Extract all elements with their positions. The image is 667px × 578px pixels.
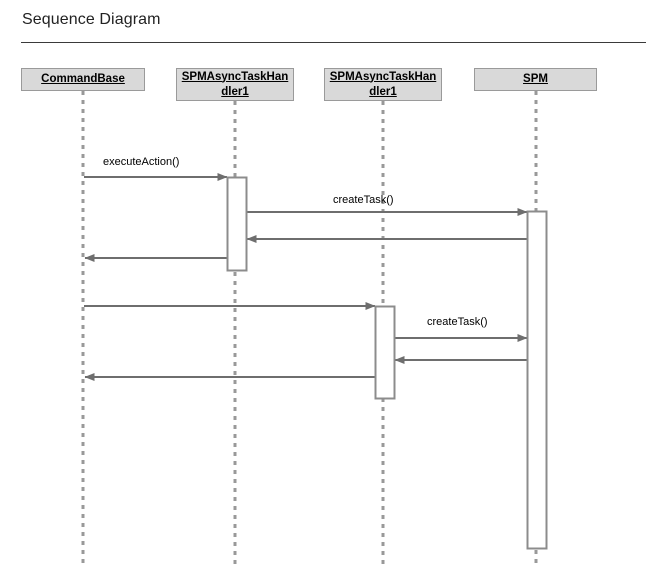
message-label-msg-create-task-2: createTask() — [427, 316, 488, 328]
participant-box-handler-b[interactable]: SPMAsyncTaskHandler1 — [324, 68, 442, 101]
participant-label-commandbase: CommandBase — [41, 73, 125, 85]
participant-box-handler-a[interactable]: SPMAsyncTaskHandler1 — [176, 68, 294, 101]
page-title: Sequence Diagram — [22, 11, 161, 28]
participant-label-handler-b: SPMAsyncTaskHandler1 — [329, 70, 437, 98]
activation-handler-b[interactable] — [374, 305, 396, 400]
activations-layer — [226, 176, 548, 550]
participant-box-spm[interactable]: SPM — [474, 68, 597, 91]
message-label-msg-create-task-1: createTask() — [333, 194, 394, 206]
activation-spm[interactable] — [526, 210, 548, 550]
message-label-msg-execute-action: executeAction() — [103, 156, 180, 168]
title-divider — [21, 42, 646, 43]
activation-handler-a[interactable] — [226, 176, 248, 272]
messages-layer — [84, 173, 528, 381]
participant-label-handler-a: SPMAsyncTaskHandler1 — [181, 70, 289, 98]
participant-box-commandbase[interactable]: CommandBase — [21, 68, 145, 91]
participant-label-spm: SPM — [523, 73, 548, 85]
